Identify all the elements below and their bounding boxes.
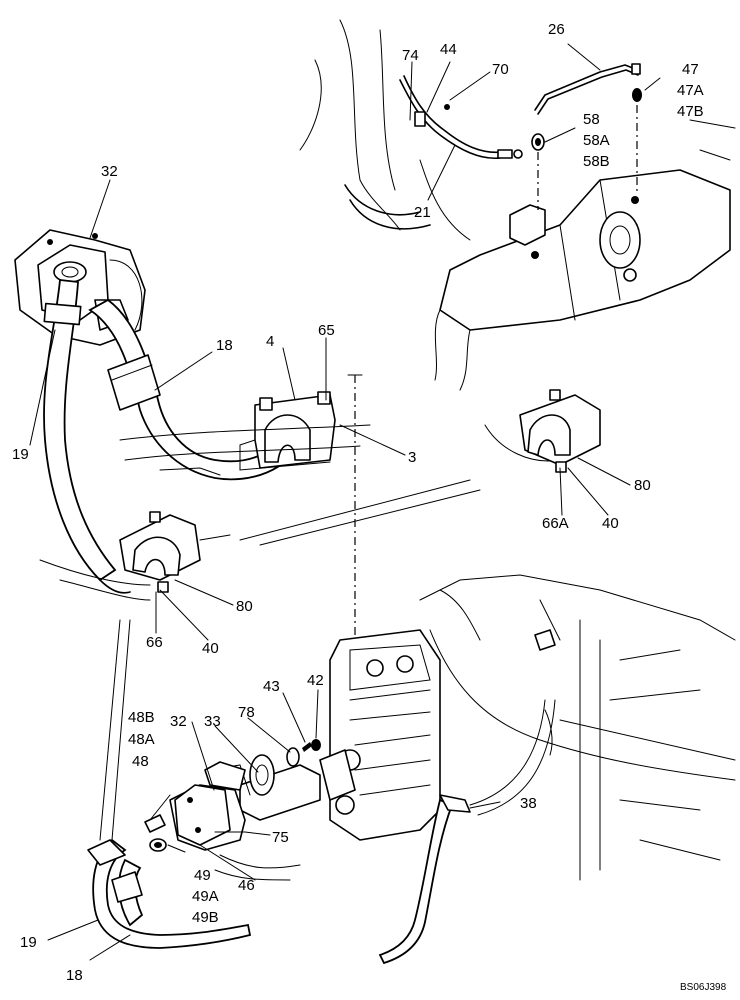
callout-3: 3 (408, 449, 416, 466)
callout-74: 74 (402, 47, 419, 64)
callout-21: 21 (414, 204, 431, 221)
callout-49: 49 (194, 867, 211, 884)
leader-lines (29, 43, 661, 961)
callout-80-right: 80 (634, 477, 651, 494)
callouts: 26 74 44 70 47 47A 47B 58 58A 58B 21 32 … (12, 21, 727, 993)
callout-32-top: 32 (101, 163, 118, 180)
callout-65: 65 (318, 322, 335, 339)
callout-32-bottom: 32 (170, 713, 187, 730)
callout-38: 38 (520, 795, 537, 812)
callout-47B: 47B (677, 103, 704, 120)
callout-4: 4 (266, 333, 274, 350)
callout-43: 43 (263, 678, 280, 695)
callout-58B: 58B (583, 153, 610, 170)
frame-rail (39, 374, 481, 690)
callout-78: 78 (238, 704, 255, 721)
callout-42: 42 (307, 672, 324, 689)
clamp-detail-right (484, 389, 601, 473)
callout-48A: 48A (128, 731, 155, 748)
callout-19-top: 19 (12, 446, 29, 463)
fittings-48-49 (144, 814, 186, 853)
callout-70: 70 (492, 61, 509, 78)
callout-18-bottom: 18 (66, 967, 83, 984)
fitting-47 (632, 88, 642, 195)
hose-19-top (43, 279, 131, 594)
callout-26: 26 (548, 21, 565, 38)
callout-40-right: 40 (602, 515, 619, 532)
callout-75: 75 (272, 829, 289, 846)
hoses-bottom (87, 838, 301, 949)
callout-19-bottom: 19 (20, 934, 37, 951)
nut-42 (311, 739, 321, 751)
transmission-housing (419, 574, 736, 881)
clamp-lower-left (119, 511, 231, 593)
callout-48B: 48B (128, 709, 155, 726)
callout-58A: 58A (583, 132, 610, 149)
callout-46: 46 (238, 877, 255, 894)
pump-32-bottom (169, 761, 251, 851)
callout-66: 66 (146, 634, 163, 651)
bolt-70 (444, 104, 450, 110)
seal-43 (302, 742, 312, 752)
callout-66A: 66A (542, 515, 569, 532)
callout-44: 44 (440, 41, 457, 58)
reference-code: BS06J398 (680, 982, 727, 993)
callout-33: 33 (204, 713, 221, 730)
brake-hose-21 (399, 75, 523, 160)
fitting-58 (531, 133, 545, 210)
callout-58: 58 (583, 111, 600, 128)
callout-48: 48 (132, 753, 149, 770)
hose-38 (378, 699, 556, 965)
axle-housing (299, 19, 736, 391)
callout-80-left: 80 (236, 598, 253, 615)
valve-body (319, 629, 441, 841)
callout-49B: 49B (192, 909, 219, 926)
callout-40-left: 40 (202, 640, 219, 657)
callout-47: 47 (682, 61, 699, 78)
brake-tube-26 (534, 63, 641, 115)
callout-47A: 47A (677, 82, 704, 99)
pump-gear-33 (239, 754, 321, 821)
callout-49A: 49A (192, 888, 219, 905)
callout-18-top: 18 (216, 337, 233, 354)
